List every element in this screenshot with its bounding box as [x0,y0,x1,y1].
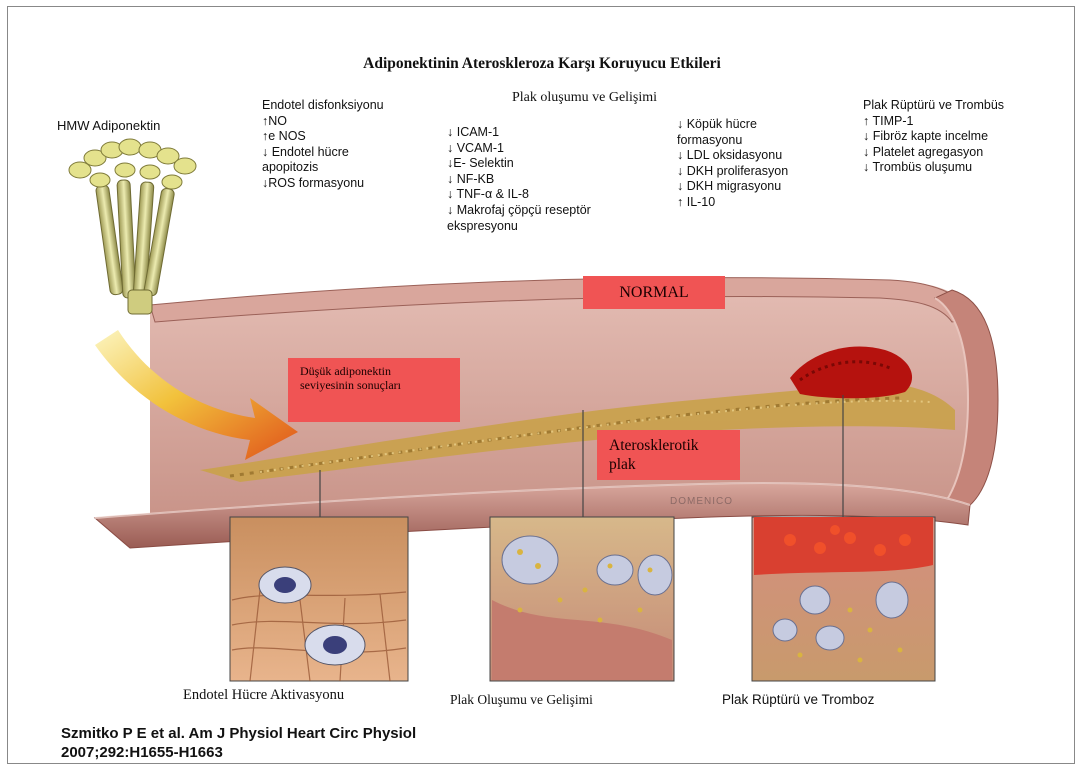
list-item: ↓ Makrofaj çöpçü reseptör [447,203,591,219]
adiponectin-molecule-icon [69,139,196,314]
list-item: formasyonu [677,133,788,149]
list-item: ↑ IL-10 [677,195,788,211]
caption-plak: Plak Oluşumu ve Gelişimi [450,692,593,708]
label-line: Aterosklerotik [609,436,740,455]
plak-effects-list-1: ↓ ICAM-1 ↓ VCAM-1 ↓E- Selektin ↓ NF-KB ↓… [447,125,591,234]
list-item: ↓ DKH proliferasyon [677,164,788,180]
list-item: ↓ROS formasyonu [262,176,384,192]
list-item: ↓ VCAM-1 [447,141,591,157]
normal-label: NORMAL [583,276,725,309]
plak-effects-list-2: ↓ Köpük hücre formasyonu ↓ LDL oksidasyo… [677,117,788,211]
list-item: ↑e NOS [262,129,384,145]
hmw-adiponectin-label: HMW Adiponektin [57,118,160,133]
list-item: ↓ ICAM-1 [447,125,591,141]
atherosclerotic-plaque-label: Aterosklerotik plak [597,430,740,480]
list-item: ↓ LDL oksidasyonu [677,148,788,164]
low-adiponectin-label: Düşük adiponektin seviyesinin sonuçları [288,358,460,422]
list-item: ↓ Platelet agregasyon [863,145,1004,161]
list-item: ↓ Endotel hücre [262,145,384,161]
label-line: seviyesinin sonuçları [300,378,460,392]
caption-endotel: Endotel Hücre Aktivasyonu [183,687,344,704]
list-item: ↓ NF-KB [447,172,591,188]
panel-plak-illustration [490,517,674,681]
endotel-effects-list: Endotel disfonksiyonu ↑NO ↑e NOS ↓ Endot… [262,98,384,192]
artist-signature: DOMENICO [670,496,733,507]
list-item: ↓ TNF-α & IL-8 [447,187,591,203]
list-item: ekspresyonu [447,219,591,235]
list-item: ↑ TIMP-1 [863,114,1004,130]
list-item: ↓ DKH migrasyonu [677,179,788,195]
list-item: ↓ Köpük hücre [677,117,788,133]
label-line: plak [609,455,740,474]
list-item: apopitozis [262,160,384,176]
plak-header: Plak oluşumu ve Gelişimi [512,90,657,106]
list-item: ↓E- Selektin [447,156,591,172]
citation-line: 2007;292:H1655-H1663 [61,743,416,762]
list-item: Plak Rüptürü ve Trombüs [863,98,1004,114]
panel-rupture-illustration [752,517,935,681]
list-item: ↓ Fibröz kapte incelme [863,129,1004,145]
artery-illustration [95,278,998,548]
citation: Szmitko P E et al. Am J Physiol Heart Ci… [61,724,416,762]
citation-line: Szmitko P E et al. Am J Physiol Heart Ci… [61,724,416,743]
list-item: ↑NO [262,114,384,130]
list-item: ↓ Trombüs oluşumu [863,160,1004,176]
caption-rupture: Plak Rüptürü ve Tromboz [722,692,874,707]
figure-title: Adiponektinin Ateroskleroza Karşı Koruyu… [0,55,1084,73]
list-item: Endotel disfonksiyonu [262,98,384,114]
panel-endotel-illustration [230,517,408,681]
label-line: Düşük adiponektin [300,364,460,378]
rupture-effects-list: Plak Rüptürü ve Trombüs ↑ TIMP-1 ↓ Fibrö… [863,98,1004,176]
